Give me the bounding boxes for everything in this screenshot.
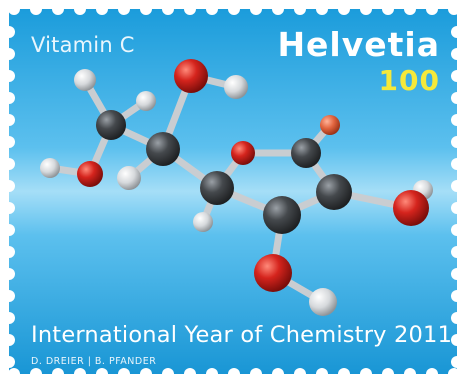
designer-credits: D. DREIER | B. PFANDER bbox=[31, 356, 157, 367]
oxygen-atom bbox=[393, 190, 429, 226]
stamp-caption: International Year of Chemistry 2011 bbox=[31, 322, 453, 348]
denomination: 100 bbox=[378, 64, 440, 97]
hydrogen-atom bbox=[74, 69, 96, 91]
carbon-atom bbox=[263, 196, 301, 234]
perforation-edge bbox=[3, 3, 463, 380]
hydrogen-atom bbox=[193, 212, 213, 232]
hydrogen-atom bbox=[40, 158, 60, 178]
hydrogen-atom bbox=[309, 288, 337, 316]
carbon-atom bbox=[200, 171, 234, 205]
oxygen-atom bbox=[77, 161, 103, 187]
hydrogen-atom bbox=[224, 75, 248, 99]
carbon-atom bbox=[316, 174, 352, 210]
country-name: Helvetia bbox=[277, 25, 440, 64]
carbon-atom bbox=[146, 132, 180, 166]
carbon-atom bbox=[96, 110, 126, 140]
oxygen-atom bbox=[254, 254, 292, 292]
oxygen-atom bbox=[174, 59, 208, 93]
molecule-icon bbox=[40, 59, 433, 316]
oxygen-atom bbox=[320, 115, 340, 135]
carbon-atom bbox=[291, 138, 321, 168]
subject-label: Vitamin C bbox=[31, 33, 135, 57]
hydrogen-atom bbox=[136, 91, 156, 111]
hydrogen-atom bbox=[117, 166, 141, 190]
oxygen-atom bbox=[231, 141, 255, 165]
